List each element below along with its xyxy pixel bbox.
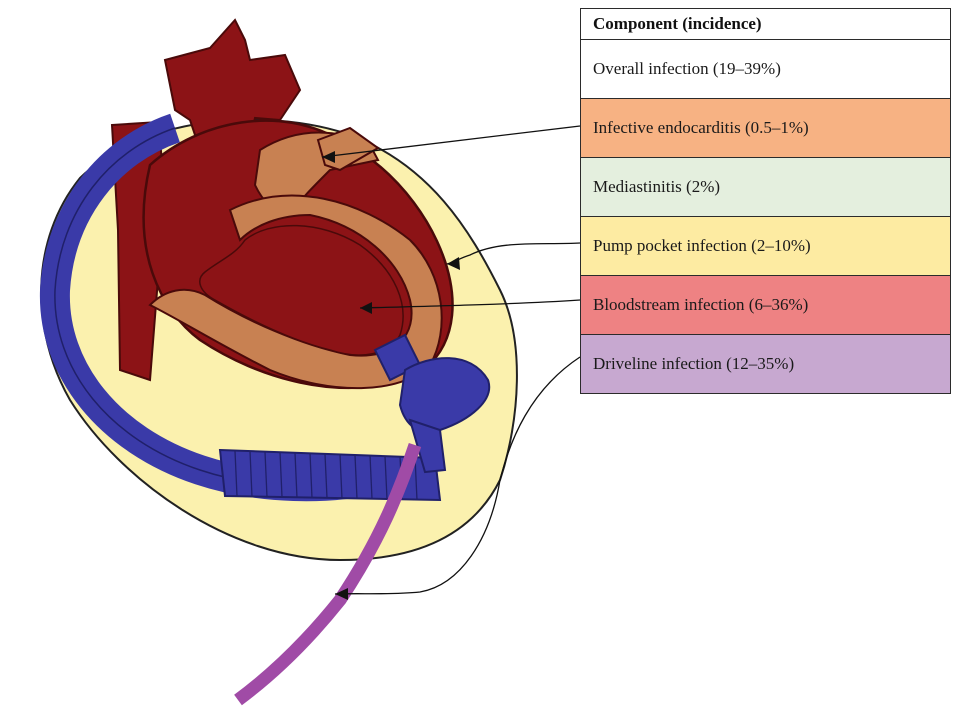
component-incidence-table: Component (incidence) Overall infection … — [580, 8, 951, 394]
table-row: Pump pocket infection (2–10%) — [581, 216, 950, 275]
table-row: Bloodstream infection (6–36%) — [581, 275, 950, 334]
table-row: Infective endocarditis (0.5–1%) — [581, 98, 950, 157]
table-header: Component (incidence) — [581, 9, 950, 40]
table-row: Overall infection (19–39%) — [581, 40, 950, 98]
table-row: Driveline infection (12–35%) — [581, 334, 950, 393]
table-row: Mediastinitis (2%) — [581, 157, 950, 216]
